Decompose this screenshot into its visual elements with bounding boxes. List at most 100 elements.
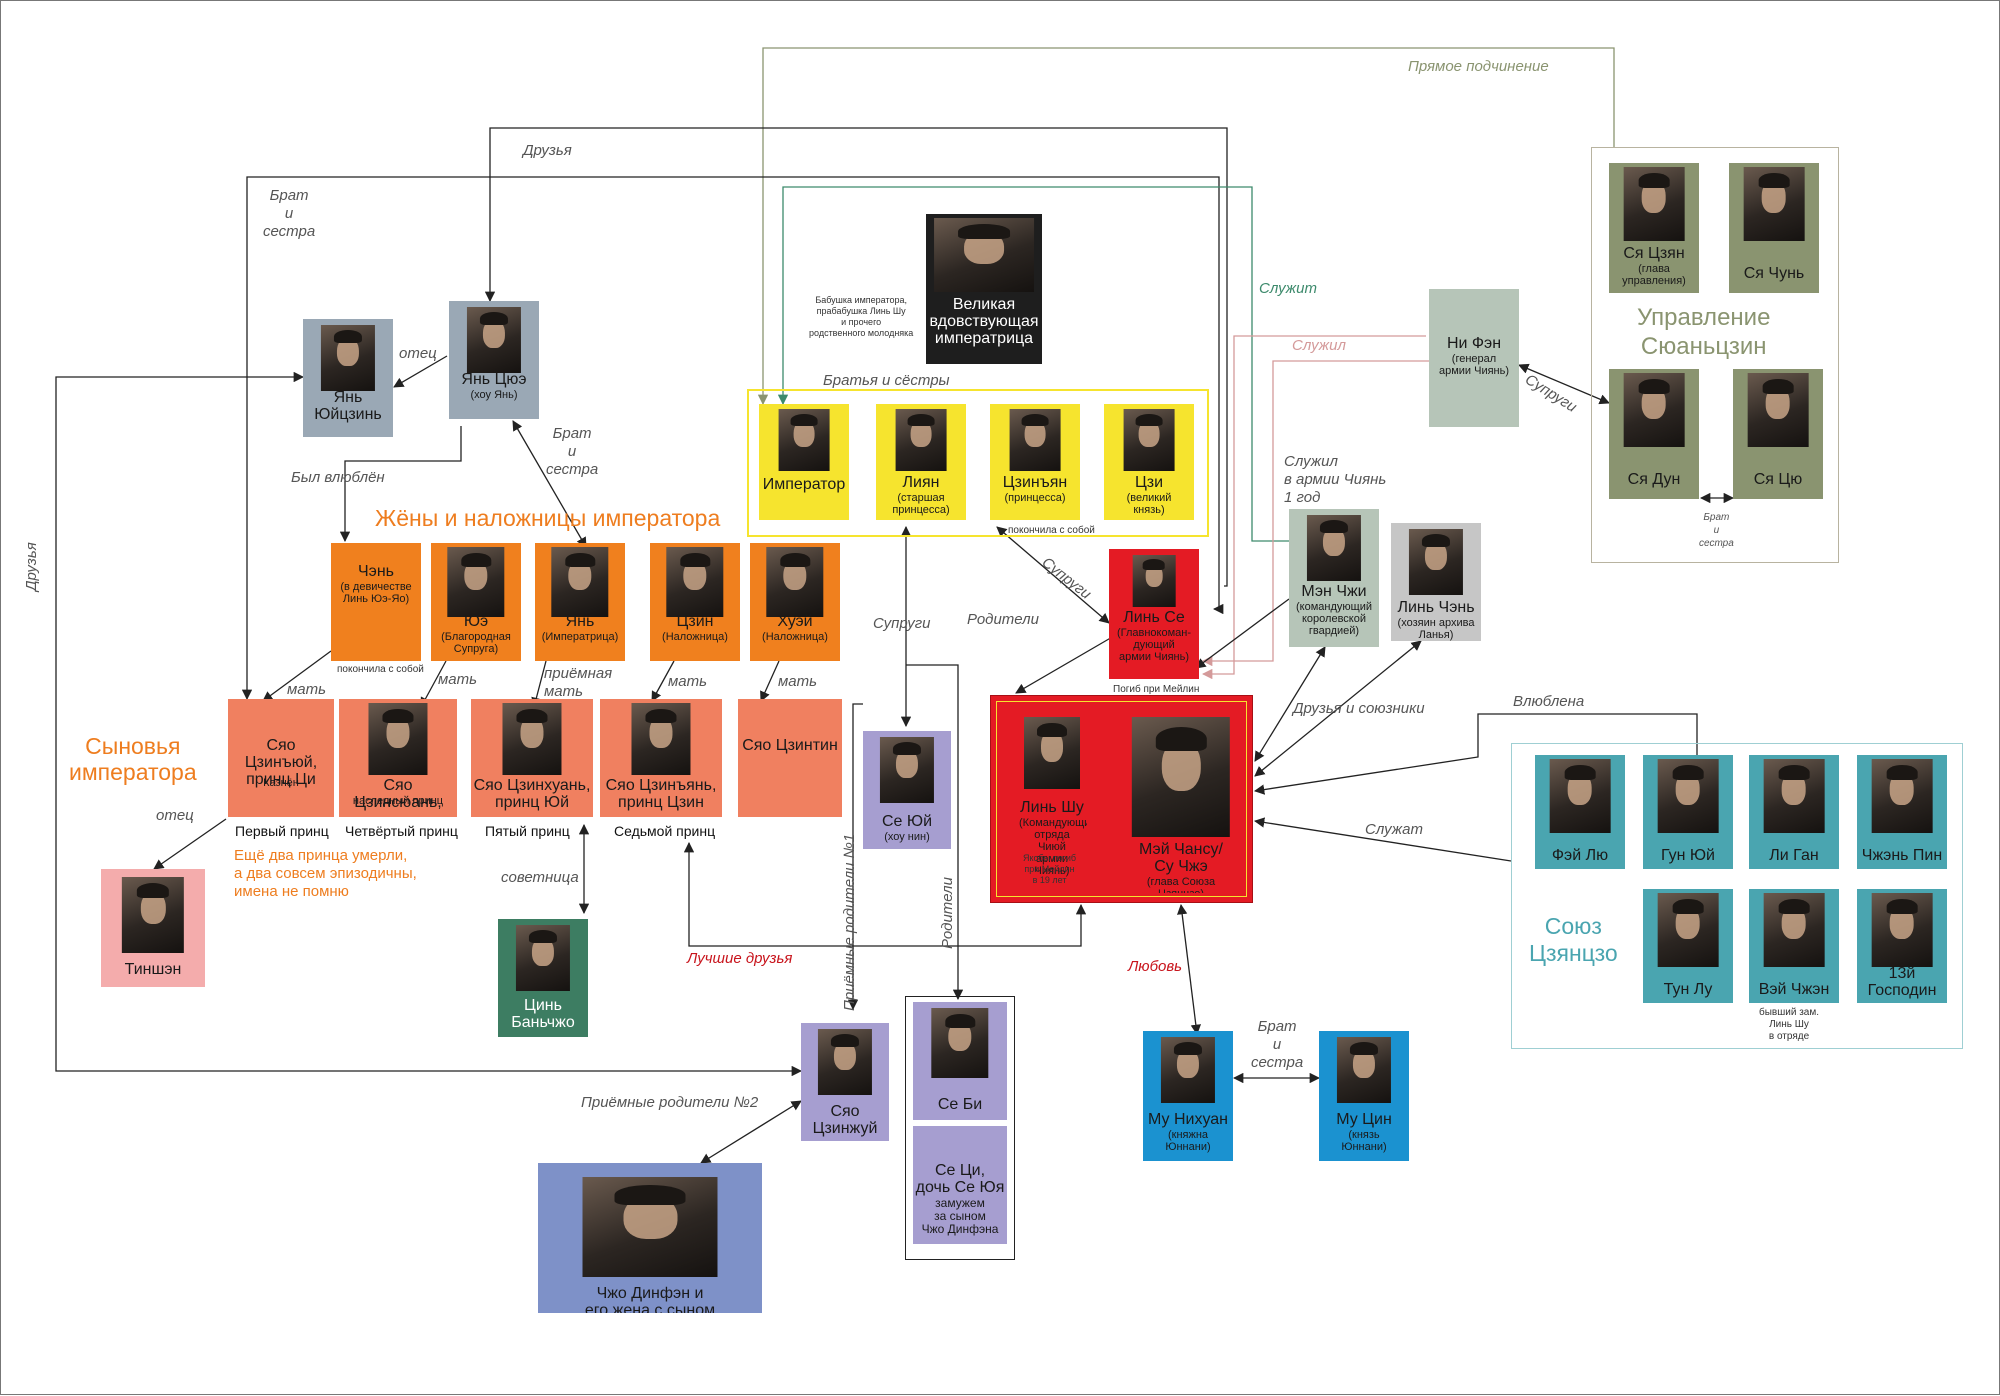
label-adoptive-parents-1: Приёмные родители №1 <box>841 833 858 1011</box>
node-subtitle: (Наложница) <box>662 631 728 643</box>
note-linshu: Якобы погиб при Мейлин в 19 лет <box>1023 853 1077 885</box>
line-spouses-jingyan-linxie <box>996 526 1110 624</box>
node-name: Ся Цзян <box>1623 245 1685 262</box>
line-adoptive-parents-2 <box>700 1100 802 1164</box>
node-xia-qiu: Ся Цю <box>1733 369 1823 499</box>
label-parents-1: Родители <box>967 611 1039 628</box>
node-jingyan-princess: Цзинъян(принцесса) <box>990 404 1080 520</box>
line-friends-left <box>55 371 803 1077</box>
node-ni-feng: Ни Фэн(генерал армии Чиянь) <box>1429 289 1519 427</box>
heading-sons: Сыновья императора <box>69 733 197 785</box>
node-subtitle: наследный принц <box>352 795 444 807</box>
portrait-photo <box>502 703 562 775</box>
portrait-photo <box>1408 529 1464 595</box>
note-dowager: Бабушка императора, прабабушка Линь Шу и… <box>809 295 914 338</box>
xuanjing-frame <box>1591 147 1839 563</box>
node-lin-chen: Линь Чэнь(хозяин архива Ланья) <box>1391 523 1481 641</box>
line-mother-hui <box>760 660 780 702</box>
node-name: Император <box>762 476 846 493</box>
label-adoptive-mother: приёмная мать <box>544 665 613 700</box>
node-subtitle: (глава управления) <box>1622 263 1686 287</box>
label-adoptive-parents-2: Приёмные родители №2 <box>581 1094 759 1111</box>
line-friends-top <box>484 127 1228 587</box>
node-subtitle: (князь Юннани) <box>1341 1129 1387 1153</box>
portrait-photo <box>1123 409 1175 471</box>
node-tingsheng: Тиншэн <box>101 869 205 987</box>
portrait-photo <box>778 409 830 471</box>
portrait-photo <box>879 737 935 803</box>
portrait-photo <box>515 925 571 991</box>
node-lin-shu: Линь Шу(Командующий отряда Чиюй армии Чи… <box>1017 713 1087 893</box>
portrait-photo <box>895 409 947 471</box>
portrait-photo <box>1623 167 1685 241</box>
label-served: Служил <box>1292 337 1346 354</box>
note-suicide-1: покончила с собой <box>337 664 424 675</box>
label-in-love-f: Влюблена <box>1513 693 1585 710</box>
portrait-photo <box>1747 373 1809 447</box>
label-friends-allies: Друзья и союзники <box>1293 700 1425 717</box>
portrait-photo <box>551 547 609 617</box>
label-parents-2: Родители <box>939 877 956 949</box>
node-xuan: Сяо Цзинсюань,наследный принц <box>339 699 457 817</box>
line-serves-meng <box>777 186 1290 542</box>
node-name: Цинь Баньчжо <box>511 997 575 1031</box>
node-name: Юэ <box>463 613 489 630</box>
node-name: Чжо Динфэн и его жена с сыном <box>584 1285 716 1313</box>
line-parents-2 <box>906 664 964 1001</box>
node-name: Ся Цю <box>1753 471 1803 488</box>
node-xia-dong: Ся Дун <box>1609 369 1699 499</box>
node-name: Сяо Цзинхуань, принц Юй <box>473 777 591 811</box>
node-name: Фэй Лю <box>1551 847 1609 864</box>
note-died-meiling: Погиб при Мейлин <box>1113 684 1200 695</box>
heading-union: Союз Цзянцзо <box>1529 913 1618 966</box>
node-yan-yujin: Янь Юйцзинь <box>303 319 393 437</box>
node-emperor: Император <box>759 404 849 520</box>
node-name: Янь Цюэ <box>461 371 527 388</box>
line-parents-linxie <box>1015 635 1115 694</box>
node-yue: Юэ(Благородная Супруга) <box>431 543 521 661</box>
node-name: Сяо Цзинъянь, принц Цзин <box>605 777 717 811</box>
line-mother-chen <box>262 650 332 702</box>
node-thirteenth: 13й Господин <box>1857 889 1947 1003</box>
node-name: Линь Се <box>1123 609 1185 626</box>
line-serve-union <box>1253 817 1512 862</box>
xiebi-frame <box>905 996 1015 1260</box>
node-jing: Цзин(Наложница) <box>650 543 740 661</box>
node-name: Линь Чэнь <box>1397 599 1475 616</box>
node-name: Хуэй <box>777 613 813 630</box>
portrait-photo <box>1623 373 1685 447</box>
label-best-friends: Лучшие друзья <box>687 950 793 967</box>
node-meng: Мэн Чжи(командующий королевской гвардией… <box>1289 509 1379 647</box>
node-ji: Цзи(великий князь) <box>1104 404 1194 520</box>
node-name: Чжэнь Пин <box>1861 847 1943 864</box>
node-yu: Сяо Цзинхуань, принц Юй <box>471 699 593 817</box>
node-subtitle: (старшая принцесса) <box>892 492 950 516</box>
node-name: Сяо Цзинтин <box>742 737 838 754</box>
label-love: Любовь <box>1128 958 1183 975</box>
node-name: Линь Шу <box>1020 799 1084 816</box>
node-name: Мэн Чжи <box>1301 583 1367 600</box>
node-gong-yu: Гун Юй <box>1643 755 1733 869</box>
node-subtitle: (княжна Юннани) <box>1165 1129 1211 1153</box>
portrait-photo <box>1743 167 1805 241</box>
label-father-1: отец <box>399 345 437 362</box>
node-subtitle: (хоу Янь) <box>470 389 518 401</box>
node-mei: Мэй Чансу/ Су Чжэ(глава Союза Цзянцзо) <box>1121 713 1241 893</box>
linshu-inner-frame <box>996 701 1247 897</box>
node-subtitle: (в девичестве Линь Юэ-Яо) <box>340 581 412 605</box>
node-subtitle: (хозяин архива Ланья) <box>1397 617 1475 641</box>
node-subtitle: (Главнокоман- дующий армии Чиянь) <box>1116 627 1192 663</box>
label-bro-sis-3: Брат и сестра <box>1251 1018 1304 1071</box>
node-name: Сяо Цзинъюй, принц Ци <box>244 737 318 788</box>
node-xia-jiang: Ся Цзян(глава управления) <box>1609 163 1699 293</box>
label-direct-subordination: Прямое подчинение <box>1408 58 1549 75</box>
node-lin-xie: Линь Се(Главнокоман- дующий армии Чиянь) <box>1109 549 1199 679</box>
label-seventh-prince: Седьмой принц <box>614 823 716 839</box>
node-name: Цзинъян <box>1002 474 1068 491</box>
label-was-in-love: Был влюблён <box>291 469 385 486</box>
node-name: Ни Фэн <box>1446 335 1502 352</box>
label-serves: Служит <box>1259 280 1317 297</box>
